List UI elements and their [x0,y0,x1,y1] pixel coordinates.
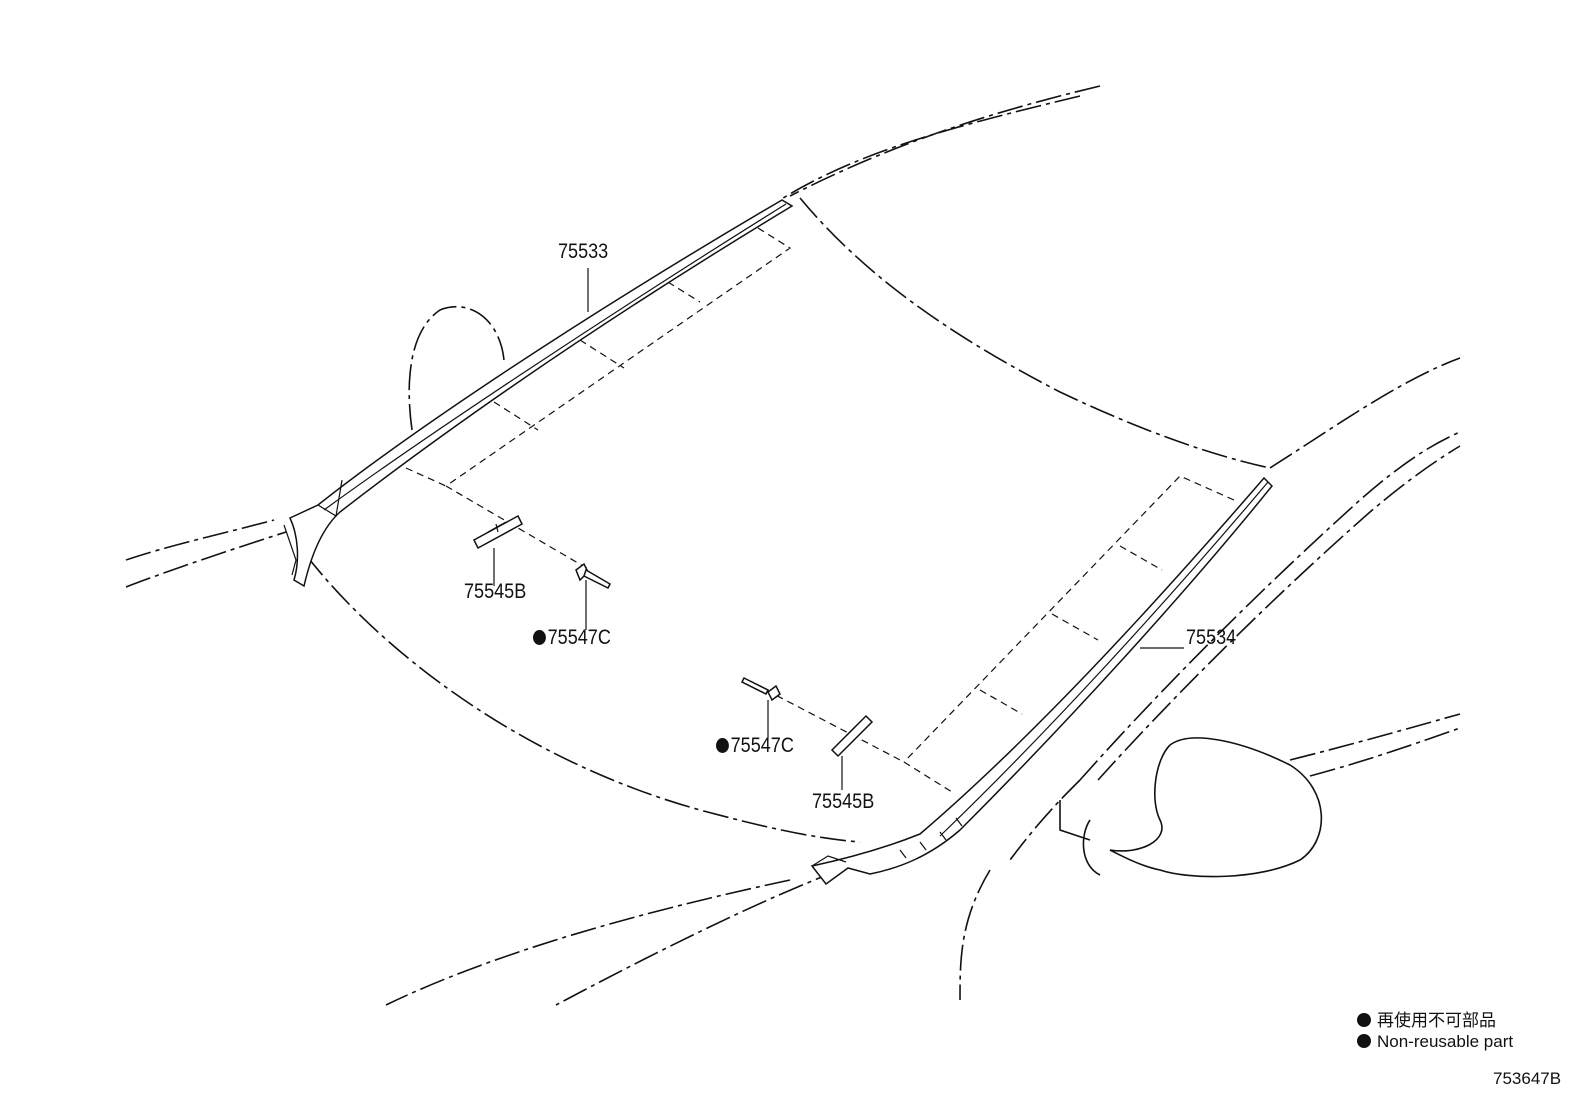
pin-75547C-lower [740,676,781,702]
part-label-75547C-upper[interactable]: 75547C [533,626,611,650]
non-reusable-marker [716,738,729,753]
clip-75545B-lower [830,714,874,758]
non-reusable-marker [533,630,546,645]
side-mirror [1059,737,1323,878]
moulding-right-75534 [810,476,1274,886]
right-attachment-guides [765,475,1235,793]
body-outline [125,357,1461,1006]
legend-row-jp: 再使用不可部品 [1357,1006,1496,1031]
part-label-75545B-upper[interactable]: 75545B [464,580,527,603]
left-mirror-outline [408,305,505,431]
part-label-75545B-lower[interactable]: 75545B [812,790,875,813]
pin-75547C-upper [575,562,611,590]
part-label-75533[interactable]: 75533 [558,240,609,263]
illustration-code: 753647B [1493,1069,1562,1088]
legend-bullet [1357,1034,1371,1048]
moulding-left-75533 [283,199,794,588]
legend-row-en: Non-reusable part [1357,1032,1513,1052]
roof-outline [779,85,1101,201]
left-attachment-guides [405,227,792,571]
legend-bullet [1357,1013,1371,1027]
clip-75545B-upper [473,514,523,550]
leader-lines [493,268,1184,790]
part-label-75534[interactable]: 75534 [1186,626,1237,649]
windshield-glass-outline [305,197,1271,843]
part-label-75547C-lower[interactable]: 75547C [716,734,794,758]
